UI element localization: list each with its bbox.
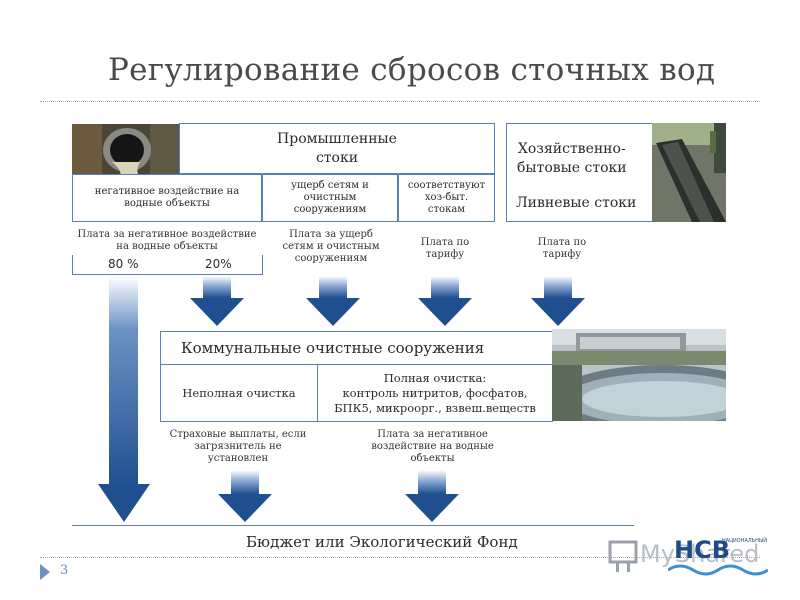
municipal-title: Коммунальные очистные сооружения xyxy=(181,339,485,357)
arrow-80pct-to-municipal xyxy=(190,276,244,326)
household-title-line1: Хозяйственно- xyxy=(517,141,626,157)
bottom-negative-label: Плата за негативное воздействие на водны… xyxy=(371,429,494,464)
title-divider xyxy=(40,101,760,102)
industrial-damage-box: ущерб сетям и очистным сооружениям xyxy=(262,174,398,222)
arrow-negative-to-budget xyxy=(405,470,459,522)
payment-damage-label: Плата за ущерб сетям и очистным сооружен… xyxy=(282,229,380,264)
slide-title: Регулирование сбросов сточных вод xyxy=(108,52,716,88)
arrow-tariff1-to-municipal xyxy=(418,276,472,326)
arrow-damage-to-municipal xyxy=(306,276,360,326)
partial-cleaning-text: Неполная очистка xyxy=(182,386,296,400)
footer-divider xyxy=(40,557,760,558)
slide-marker-icon xyxy=(40,564,50,580)
storm-label: Ливневые стоки xyxy=(516,195,637,211)
industrial-title-box: Промышленные стоки xyxy=(179,123,495,174)
municipal-title-box: Коммунальные очистные сооружения xyxy=(160,331,553,365)
pipe-photo xyxy=(72,124,179,182)
bracket-left xyxy=(72,255,73,275)
payment-negative-label: Плата за негативное воздействие на водны… xyxy=(77,229,257,252)
industrial-match-box: соответствуют хоз-быт. стокам xyxy=(398,174,495,222)
budget-line xyxy=(72,525,634,526)
full-cleaning-box: Полная очистка: контроль нитритов, фосфа… xyxy=(317,364,553,422)
full-cleaning-line1: Полная очистка: xyxy=(383,370,487,385)
arrow-insurance-to-budget xyxy=(218,470,272,522)
drain-photo xyxy=(652,123,726,222)
budget-label: Бюджет или Экологический Фонд xyxy=(246,533,518,551)
payment-tariff-label-1: Плата по тарифу xyxy=(420,237,470,260)
industrial-negative-text: негативное воздействие на водные объекты xyxy=(94,186,240,209)
ncb-logo-text: НСВ xyxy=(674,536,730,564)
industrial-title-line2: стоки xyxy=(315,149,359,166)
household-box: Хозяйственно- бытовые стоки Ливневые сто… xyxy=(506,123,653,222)
slide-number: 3 xyxy=(60,563,69,578)
industrial-damage-text: ущерб сетям и очистным сооружениям xyxy=(291,180,369,215)
bracket-bottom xyxy=(72,274,263,275)
bracket-right xyxy=(262,255,263,275)
ncb-wave-icon xyxy=(668,564,768,576)
insurance-label: Страховые выплаты, если загрязнитель не … xyxy=(169,429,307,464)
industrial-match-text: соответствуют хоз-быт. стокам xyxy=(407,180,486,215)
full-cleaning-line3: БПК5, микроорг., взвеш.веществ xyxy=(334,400,536,415)
full-cleaning-line2: контроль нитритов, фосфатов, xyxy=(342,385,528,400)
industrial-negative-box: негативное воздействие на водные объекты xyxy=(72,174,262,222)
long-arrow-to-budget xyxy=(98,276,150,522)
myshared-logo-icon xyxy=(608,540,638,572)
pct-20: 20% xyxy=(205,257,232,271)
ncb-logo-subtext: НАЦИОНАЛЬНЫЙ xyxy=(722,538,768,544)
partial-cleaning-box: Неполная очистка xyxy=(160,364,318,422)
household-title-line2: бытовые стоки xyxy=(517,160,627,176)
treatment-plant-photo xyxy=(552,329,726,421)
myshared-logo-text: MyShared xyxy=(640,540,760,568)
arrow-tariff2-to-municipal xyxy=(531,276,585,326)
pct-80: 80 % xyxy=(108,257,139,271)
industrial-title-line1: Промышленные xyxy=(277,130,397,147)
payment-tariff-label-2: Плата по тарифу xyxy=(537,237,587,260)
